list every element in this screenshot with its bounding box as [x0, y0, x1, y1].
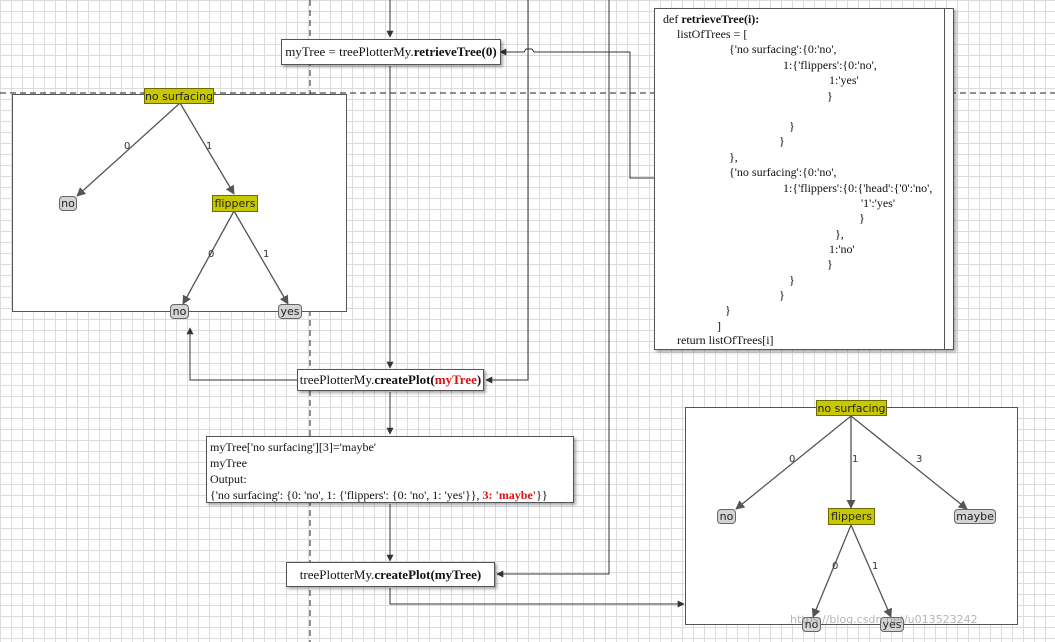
- code-def-keyword: def: [663, 12, 682, 26]
- code-def-line: def retrieveTree(i):: [663, 12, 759, 26]
- tree-plot-1: no surfacing no flippers no yes 0 1 0 1: [12, 88, 347, 319]
- create2-prefix: treePlotterMy.: [299, 566, 375, 582]
- output-line-2: myTree: [210, 456, 247, 470]
- tree1-root-node: no surfacing: [144, 88, 214, 104]
- code-def-name: retrieveTree(i):: [681, 12, 760, 26]
- code-line: },: [729, 150, 738, 164]
- retrieve-prefix: myTree = treePlotterMy.: [285, 44, 414, 59]
- output-line-4-highlight: 3: 'maybe': [482, 488, 537, 502]
- tree1-edges: [76, 102, 289, 305]
- create-plot-call-2: treePlotterMy.createPlot(myTree): [286, 562, 495, 587]
- code-line: }: [779, 288, 785, 302]
- tree2-edge-label: 1: [872, 561, 879, 572]
- create2-method: createPlot(myTree): [374, 566, 482, 582]
- code-line: }: [725, 303, 731, 317]
- tree1-edge-label: 1: [263, 249, 270, 260]
- retrieve-method: retrieveTree(0): [413, 44, 497, 59]
- tree1-edge-label: 0: [208, 249, 215, 260]
- code-line: 1:{'flippers':{0:{'head':{'0':'no',: [783, 181, 933, 195]
- code-line: listOfTrees = [: [677, 27, 748, 41]
- code-line: '1':'yes': [861, 196, 895, 210]
- output-line-4-suffix: }}: [536, 488, 548, 502]
- tree1-edge-label: 0: [124, 141, 131, 152]
- tree2-edge-label: 0: [789, 454, 796, 465]
- code-line: }: [827, 257, 833, 271]
- code-line: },: [835, 227, 844, 241]
- code-line: 1:'no': [829, 242, 855, 256]
- tree1-flippers-node: flippers: [212, 195, 258, 212]
- tree1-leaf-no: no: [59, 196, 77, 211]
- output-line-4: {'no surfacing': {0: 'no', 1: {'flippers…: [210, 487, 570, 503]
- code-line: 1:'yes': [829, 73, 859, 87]
- output-line-4-prefix: {'no surfacing': {0: 'no', 1: {'flippers…: [210, 488, 483, 502]
- tree1-edge-label: 1: [206, 141, 213, 152]
- tree2-root-node: no surfacing: [816, 400, 887, 416]
- watermark: https://blog.csdn.net/u013523242: [790, 613, 978, 626]
- tree2-leaf-no-2: no: [802, 617, 821, 632]
- tree2-edge-label: 3: [916, 454, 923, 465]
- code-line: }: [859, 211, 865, 225]
- code-line: 1:{'flippers':{0:'no',: [783, 58, 877, 72]
- code-line: {'no surfacing':{0:'no',: [729, 165, 837, 179]
- create1-method: createPlot(: [374, 372, 435, 387]
- tree2-edge-label: 0: [832, 561, 839, 572]
- tree2-flippers-node: flippers: [828, 508, 875, 525]
- tree2-leaf-no: no: [717, 509, 736, 524]
- code-line: }: [789, 273, 795, 287]
- create1-arg: myTree: [434, 372, 477, 387]
- tree1-leaf-no-2: no: [170, 304, 189, 319]
- code-divider: [944, 9, 945, 349]
- output-line-3: Output:: [210, 472, 247, 486]
- code-line: }: [779, 134, 785, 148]
- tree2-leaf-maybe: maybe: [954, 509, 996, 524]
- code-line: {'no surfacing':{0:'no',: [729, 42, 837, 56]
- output-box: myTree['no surfacing'][3]='maybe' myTree…: [206, 436, 574, 503]
- retrieve-tree-call: myTree = treePlotterMy.retrieveTree(0): [281, 39, 501, 65]
- tree2-edges: [735, 415, 968, 618]
- tree2-leaf-yes: yes: [880, 617, 904, 632]
- output-line-1: myTree['no surfacing'][3]='maybe': [210, 440, 376, 454]
- create1-prefix: treePlotterMy.: [299, 372, 375, 387]
- create1-close: ): [476, 372, 482, 387]
- retrieve-tree-code: def retrieveTree(i): listOfTrees = [ {'n…: [654, 8, 954, 350]
- code-line: }: [789, 119, 795, 133]
- code-line: ]: [717, 319, 721, 333]
- code-line: return listOfTrees[i]: [677, 333, 774, 347]
- tree2-edge-label: 1: [852, 454, 859, 465]
- create-plot-call-1: treePlotterMy.createPlot(myTree): [297, 369, 484, 391]
- code-line: }: [827, 89, 833, 103]
- tree-plot-2: no surfacing no flippers maybe no yes 0 …: [685, 400, 1018, 632]
- tree1-leaf-yes: yes: [278, 304, 302, 319]
